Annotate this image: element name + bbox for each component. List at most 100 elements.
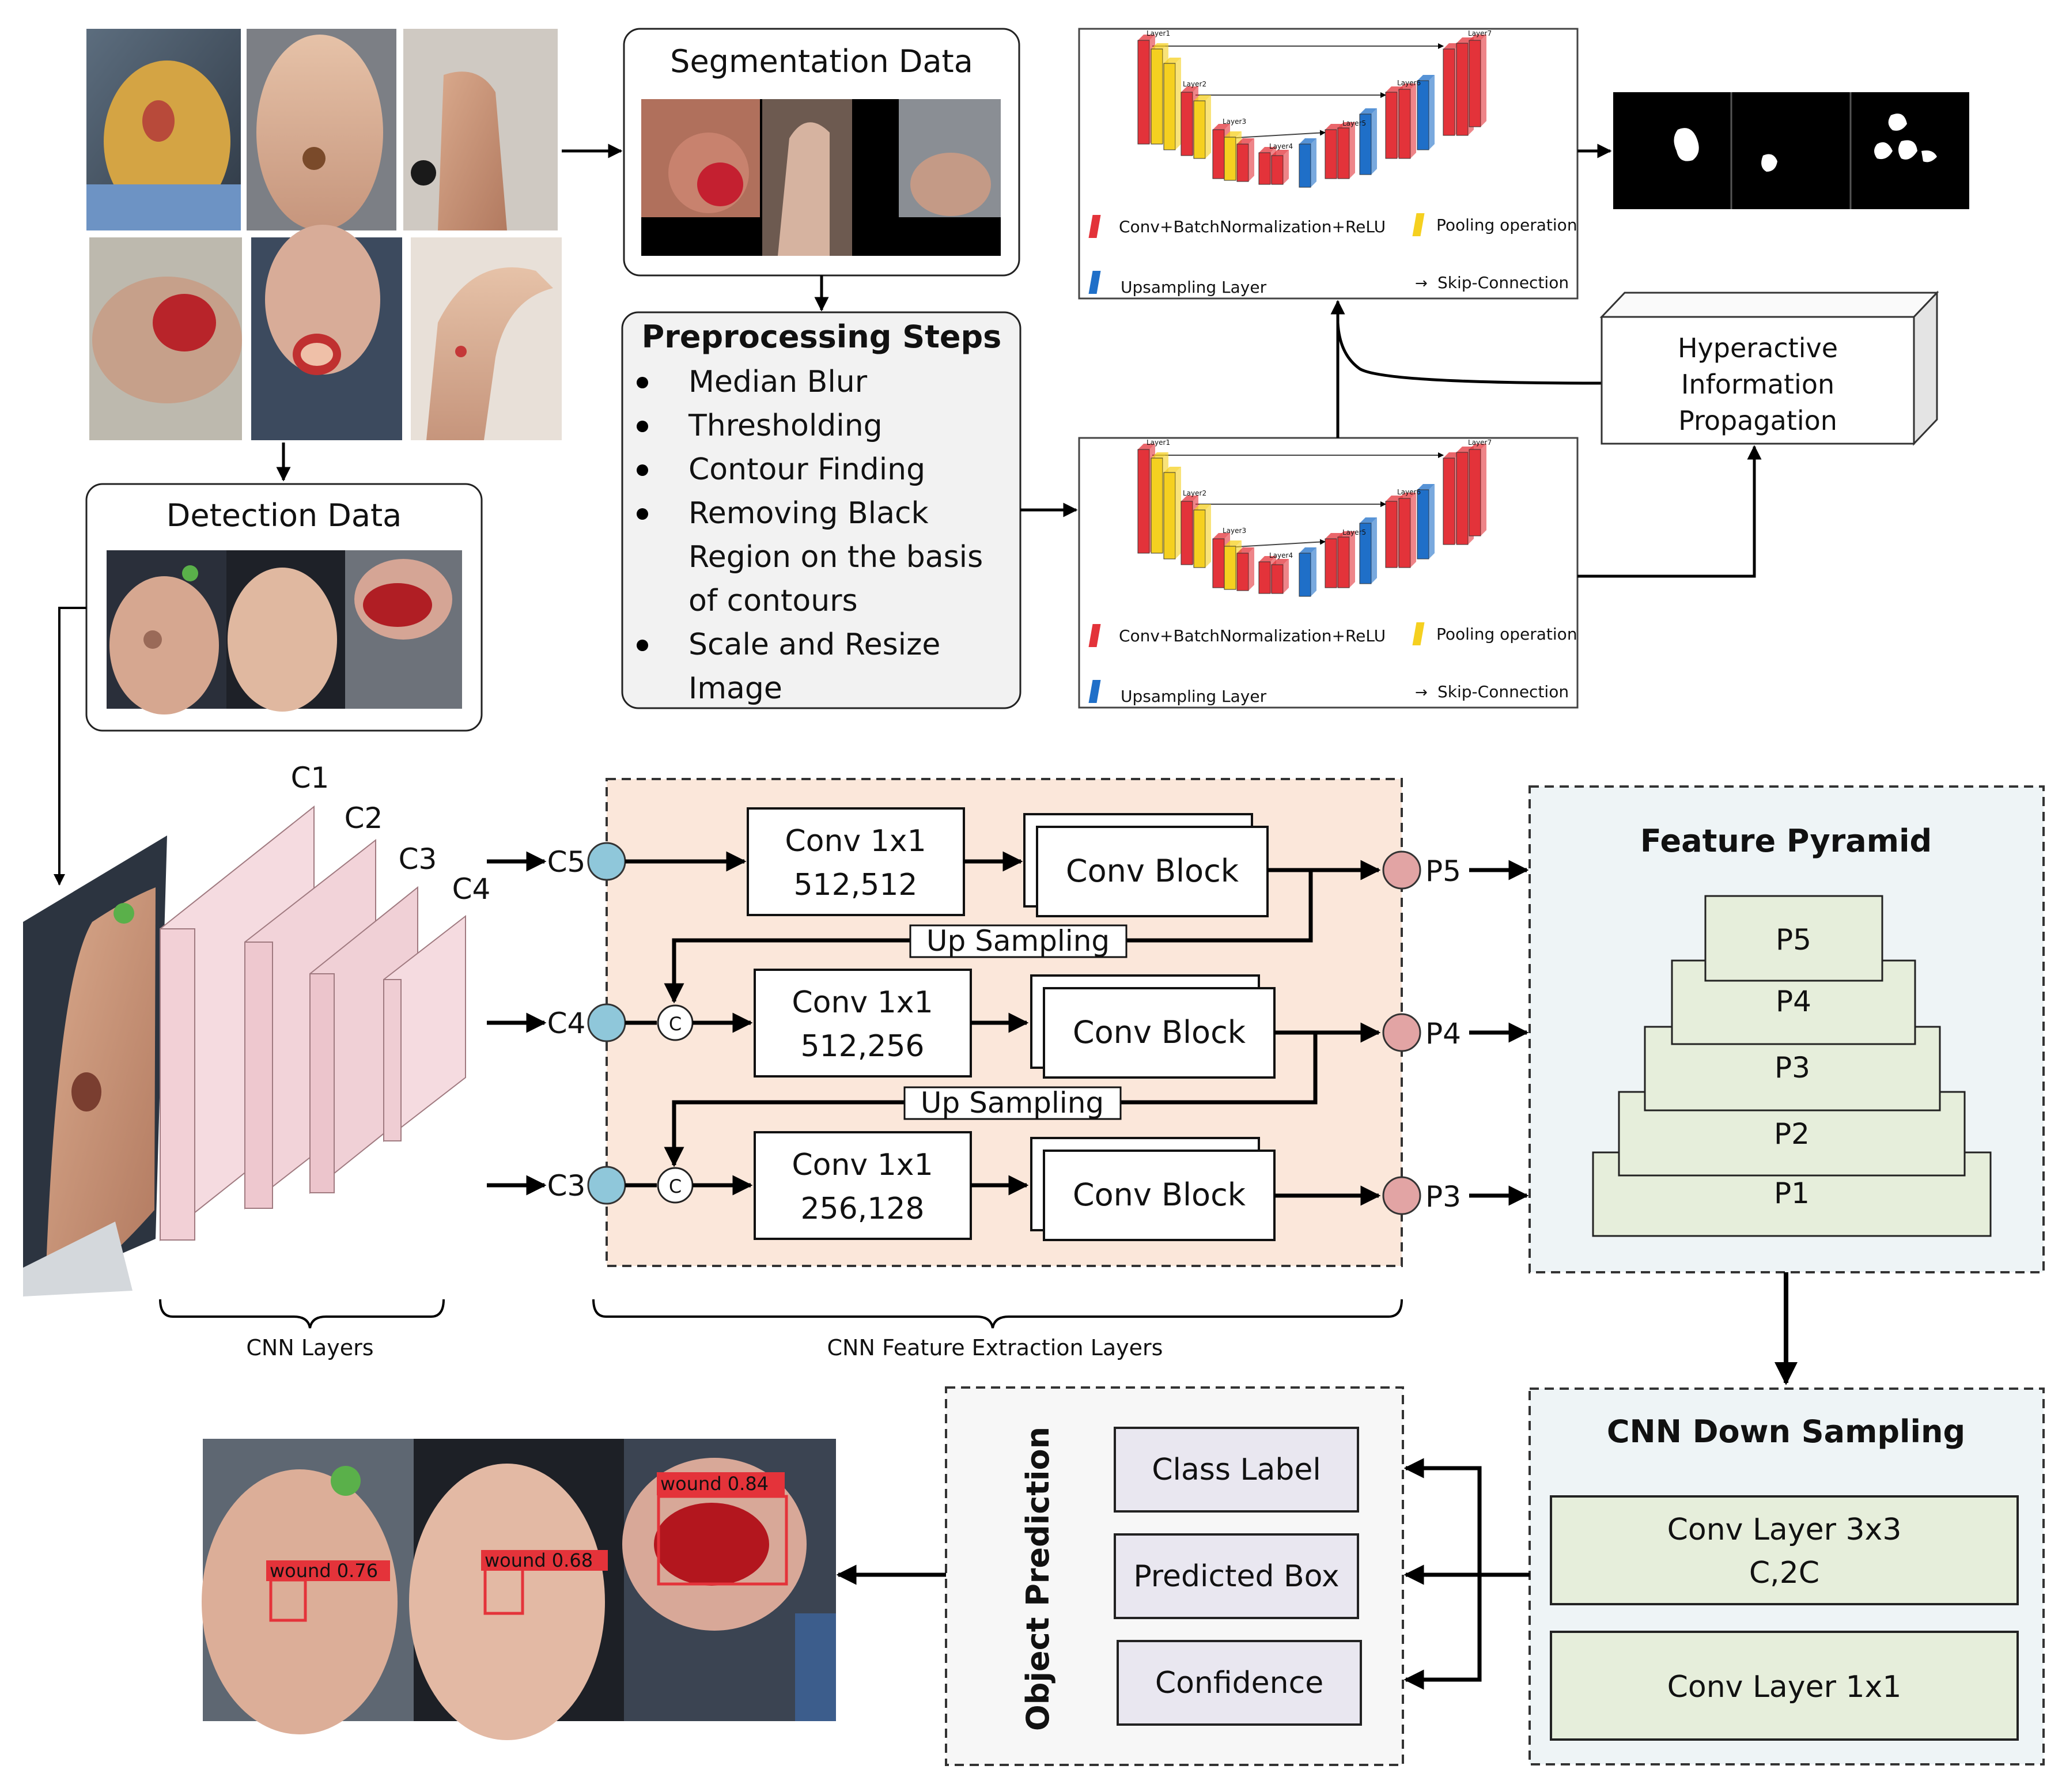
- conv-block-row2-label: Conv Block: [1073, 1014, 1246, 1050]
- unet-block-top-8: [1258, 152, 1271, 185]
- unet-block-top-19: [1469, 40, 1481, 127]
- unet-block-top-3: [1181, 92, 1193, 156]
- fpn-input-c5: C5: [547, 845, 586, 879]
- concat-row2-label: C: [669, 1013, 682, 1035]
- unet-block-top-4: [1193, 100, 1206, 159]
- fpn-input-c3: C3: [547, 1169, 586, 1203]
- result-label-3: wound 0.84: [660, 1473, 769, 1495]
- fpn-input-node-c4: [587, 1003, 626, 1042]
- bullet-icon: [637, 508, 648, 520]
- unet-bottom-legend: Conv+BatchNormalization+ReLU Pooling ope…: [1088, 622, 1577, 706]
- unet-bottom-architecture: Layer1Layer2Layer3Layer4Layer5Layer6Laye…: [1137, 438, 1492, 597]
- conv1x1-row2-line2: 512,256: [800, 1029, 924, 1064]
- hip-line-2: Information: [1681, 369, 1834, 400]
- unet-layer-label-bottom-1: Layer1: [1147, 438, 1170, 447]
- upsampling-label-1: Up Sampling: [909, 924, 1128, 958]
- preprocessing-step-1-line-1: Median Blur: [688, 365, 868, 399]
- fpn-caption: CNN Feature Extraction Layers: [827, 1335, 1163, 1360]
- unet-block-bottom-6: [1224, 546, 1236, 590]
- legend-skip-label: Skip-Connection: [1437, 273, 1569, 292]
- fpn-output-node-p5: [1382, 850, 1421, 890]
- cnn-layer-label-c1: C1: [291, 761, 330, 795]
- unet-block-side-top-10: [1311, 138, 1316, 187]
- unet-block-side-top-12: [1349, 122, 1355, 179]
- upsampling-label-2: Up Sampling: [903, 1086, 1122, 1120]
- cnn-layer-label-c2: C2: [345, 802, 383, 835]
- unet-block-side-bottom-2: [1175, 467, 1181, 559]
- conv1x1-block-row3: Conv 1x1 256,128: [754, 1131, 972, 1240]
- unet-block-side-top-9: [1283, 150, 1289, 184]
- segmentation-data-panel: Segmentation Data: [623, 28, 1020, 277]
- prediction-confidence-label: Confidence: [1155, 1666, 1323, 1700]
- unet-layer-label-bottom-3: Layer3: [1223, 527, 1246, 535]
- unet-block-side-top-4: [1205, 95, 1211, 158]
- unet-block-bottom-8: [1258, 561, 1271, 594]
- unet-block-bottom-17: [1443, 458, 1455, 545]
- unet-layer-label-top-1: Layer1: [1147, 29, 1170, 37]
- unet-block-top-1: [1151, 48, 1163, 145]
- unet-block-bottom-2: [1163, 472, 1176, 559]
- unet-block-bottom-18: [1456, 452, 1469, 545]
- hip-line-1: Hyperactive: [1678, 332, 1838, 364]
- unet-block-side-bottom-15: [1410, 493, 1416, 568]
- fpn-output-p4: P4: [1425, 1017, 1461, 1050]
- pyramid-label-p3: P3: [1775, 1051, 1810, 1084]
- unet-layer-label-bottom-6: Layer6: [1397, 488, 1421, 496]
- unet-block-bottom-1: [1151, 458, 1163, 554]
- cnn-layers-caption: CNN Layers: [246, 1335, 373, 1360]
- bullet-icon: [637, 421, 648, 432]
- legend-upsample-label-2: Upsampling Layer: [1121, 687, 1267, 706]
- conv-block-row3-label: Conv Block: [1073, 1177, 1246, 1213]
- conv1x1-row3-line2: 256,128: [800, 1192, 924, 1226]
- unet-block-side-top-7: [1248, 138, 1254, 182]
- unet-block-side-top-19: [1481, 35, 1486, 127]
- preprocessing-step-4-line-1: Removing Black: [688, 496, 929, 531]
- unet-block-side-bottom-12: [1349, 531, 1355, 588]
- unet-top-architecture: Layer1Layer2Layer3Layer4Layer5Layer6Laye…: [1137, 29, 1492, 188]
- unet-block-bottom-3: [1181, 501, 1193, 565]
- fpn-input-node-c5: [587, 842, 626, 881]
- unet-block-top-14: [1385, 92, 1398, 159]
- preprocessing-step-4-line-2: Region on the basis: [688, 540, 983, 574]
- feature-pyramid-panel: Feature Pyramid P5 P4 P3 P2 P1: [1528, 785, 2045, 1273]
- preprocessing-step-2-line-1: Thresholding: [688, 409, 883, 443]
- unet-block-bottom-10: [1299, 553, 1311, 597]
- unet-block-bottom-15: [1398, 498, 1411, 568]
- cnn-layer-blocks: C1 C2 C3 C4: [160, 761, 490, 1242]
- unet-block-top-15: [1398, 89, 1411, 159]
- pyramid-label-p5: P5: [1776, 923, 1811, 957]
- fpn-output-p5: P5: [1425, 855, 1461, 888]
- pyramid-level-p5: [1704, 895, 1883, 982]
- legend-skip-label-2: Skip-Connection: [1437, 682, 1569, 701]
- fpn-input-c4: C4: [547, 1007, 586, 1040]
- legend-conv-label: Conv+BatchNormalization+ReLU: [1119, 217, 1386, 236]
- prediction-title: Object Prediction: [1020, 1427, 1056, 1731]
- legend-conv-label-2: Conv+BatchNormalization+ReLU: [1119, 626, 1386, 645]
- pyramid-label-p2: P2: [1774, 1117, 1810, 1151]
- unet-layer-label-top-3: Layer3: [1223, 118, 1246, 126]
- unet-block-top-16: [1417, 80, 1429, 150]
- unet-block-top-5: [1212, 129, 1225, 179]
- unet-block-top-0: [1137, 40, 1150, 145]
- unet-block-bottom-9: [1271, 564, 1284, 594]
- unet-block-side-bottom-4: [1205, 504, 1211, 568]
- unet-block-side-bottom-13: [1371, 517, 1377, 584]
- unet-block-side-top-16: [1429, 75, 1435, 150]
- preprocessing-step-3-line-1: Contour Finding: [688, 452, 925, 487]
- preprocessing-step-4-line-3: of contours: [688, 584, 858, 618]
- unet-layer-label-bottom-7: Layer7: [1468, 438, 1492, 447]
- unet-block-top-17: [1443, 48, 1455, 136]
- unet-block-top-10: [1299, 143, 1311, 188]
- prediction-class-label-box: [1114, 1427, 1359, 1513]
- unet-block-bottom-16: [1417, 489, 1429, 559]
- cnn-input-photo: [23, 835, 167, 1296]
- unet-block-bottom-11: [1325, 538, 1337, 588]
- unet-layer-label-top-2: Layer2: [1183, 80, 1206, 88]
- unet-block-side-bottom-10: [1311, 547, 1316, 596]
- detection-data-panel: Detection Data: [85, 483, 483, 732]
- conv1x1-row3-line1: Conv 1x1: [792, 1148, 933, 1182]
- unet-block-top-7: [1236, 143, 1249, 182]
- prediction-class-label: Class Label: [1152, 1453, 1321, 1487]
